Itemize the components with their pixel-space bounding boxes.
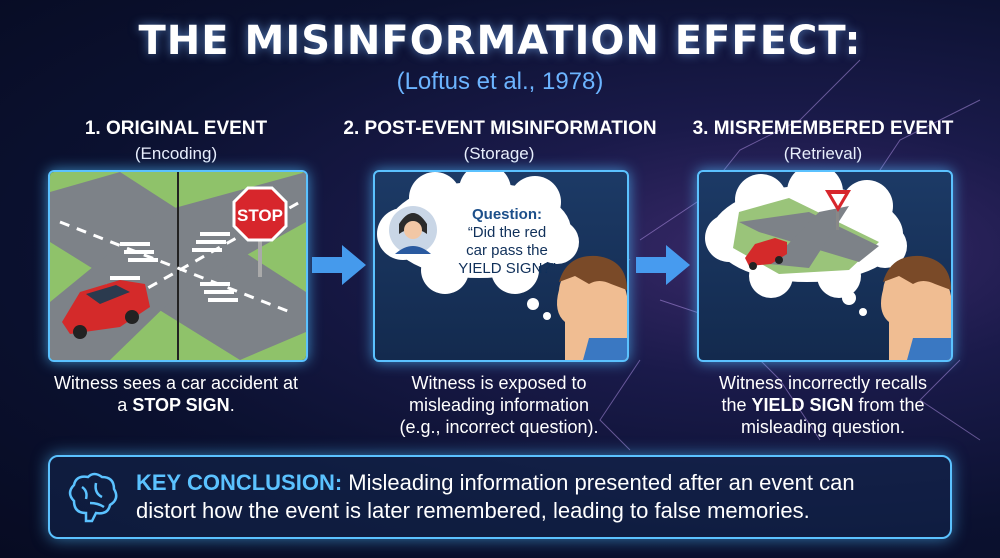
thought-cloud [377, 172, 579, 320]
conclusion-text: KEY CONCLUSION: Misleading information p… [136, 469, 936, 525]
witness-recall-icon [881, 255, 951, 360]
step3-phase: (Retrieval) [783, 144, 863, 163]
citation: (Loftus et al., 1978) [396, 68, 604, 95]
brain-icon [68, 472, 118, 523]
misremembered-panel [697, 170, 953, 362]
arrow-right-icon [636, 245, 690, 285]
stop-sign-icon: STOP [232, 186, 288, 277]
caption-line: Witness is exposed to [411, 373, 587, 393]
question-line-3: YIELD SIGN?” [458, 260, 556, 277]
conclusion-line-2: distort how the event is later remembere… [136, 498, 810, 523]
yield-sign-icon [825, 190, 851, 230]
original-event-panel: STOP [48, 170, 308, 362]
intersection-scene: STOP [50, 172, 306, 360]
question-line-1: “Did the red [467, 224, 547, 241]
misinformation-panel: Question: “Did the red car pass the YIEL… [373, 170, 629, 362]
conclusion-label: KEY CONCLUSION: [136, 470, 343, 495]
step1-phase: (Encoding) [134, 144, 218, 163]
step2-phase: (Storage) [463, 144, 535, 163]
caption-text: the [721, 395, 752, 415]
remembered-car-icon [745, 238, 787, 270]
question-line-2: car pass the [466, 242, 548, 259]
caption-text: . [229, 395, 235, 415]
red-car-icon [62, 280, 150, 339]
step3-caption: Witness incorrectly recalls the YIELD SI… [690, 372, 956, 438]
caption-line: misleading information [408, 395, 590, 415]
interviewer-icon [389, 206, 437, 254]
step2-caption: Witness is exposed to misleading informa… [373, 372, 625, 438]
question-label: Question: [472, 206, 542, 223]
caption-line: the YIELD SIGN from the [690, 394, 956, 416]
caption-text: from the [853, 395, 925, 415]
caption-text: Witness sees a car accident at a [53, 373, 299, 415]
page-title: THE MISINFORMATION EFFECT: [138, 18, 862, 64]
caption-emphasis: STOP SIGN [132, 395, 230, 415]
step3-heading: 3. MISREMEMBERED EVENT [692, 118, 954, 139]
arrow-right-icon [312, 245, 366, 285]
conclusion-line-1: Misleading information presented after a… [342, 470, 855, 495]
key-conclusion-box: KEY CONCLUSION: Misleading information p… [48, 455, 952, 539]
witness-icon [557, 255, 627, 360]
stop-sign-text: STOP [237, 206, 283, 225]
caption-line: (e.g., incorrect question). [399, 417, 599, 437]
caption-line: Witness incorrectly recalls [718, 373, 928, 393]
step1-heading: 1. ORIGINAL EVENT [84, 118, 268, 139]
step2-heading: 2. POST-EVENT MISINFORMATION [343, 118, 657, 139]
caption-emphasis: YIELD SIGN [751, 395, 854, 415]
caption-line: misleading question. [740, 417, 906, 437]
step1-caption: Witness sees a car accident at a STOP SI… [48, 372, 304, 416]
